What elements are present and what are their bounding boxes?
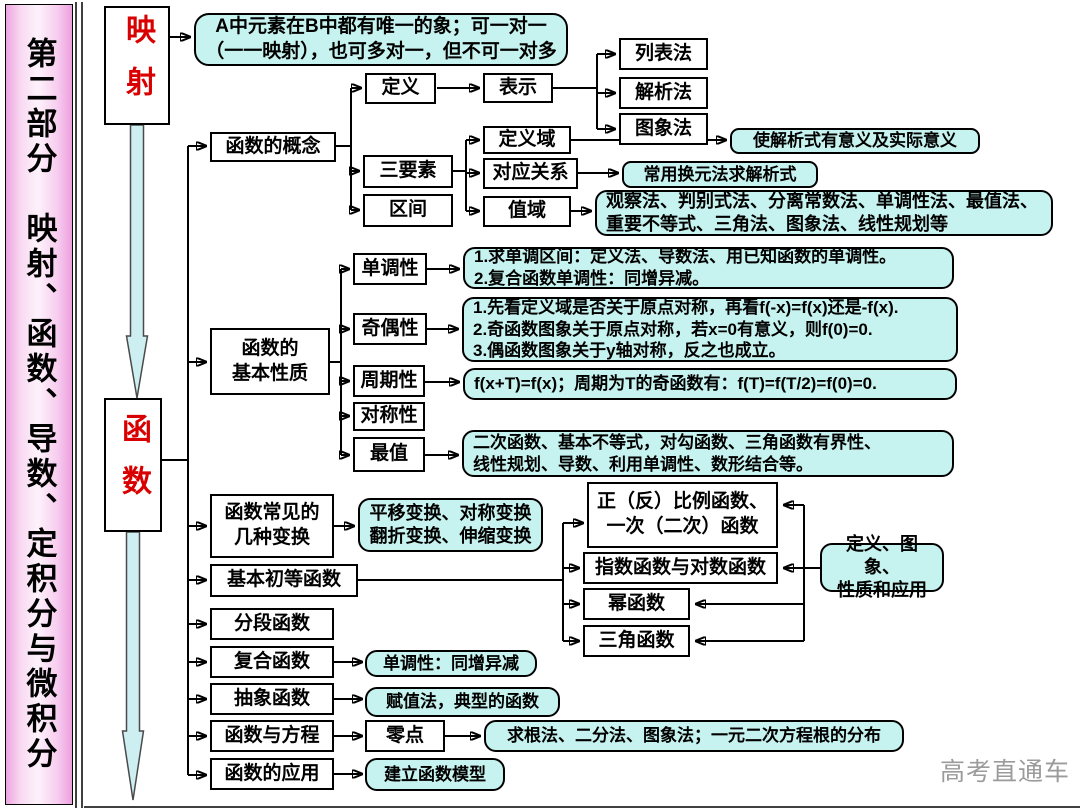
node-composite: 复合函数 bbox=[210, 646, 334, 678]
note-extremum: 二次函数、基本不等式，对勾函数、三角函数有界性、 线性规划、导数、利用单调性、数… bbox=[462, 430, 954, 477]
note-mapping-line1: A中元素在B中都有唯一的象；可一对一 bbox=[215, 16, 547, 38]
note-zero-point: 求根法、二分法、图象法；一元二次方程根的分布 bbox=[484, 720, 904, 752]
node-method-analytic: 解析法 bbox=[619, 77, 708, 109]
node-zero-point: 零点 bbox=[365, 720, 445, 752]
note-monotonicity-line1: 1.求单调区间：定义法、导数法、用已知函数的单调性。 bbox=[474, 247, 897, 267]
node-concept: 函数的概念 bbox=[210, 132, 336, 162]
note-elementary-line2: 性质和应用 bbox=[837, 580, 927, 601]
note-domain: 使解析式有意义及实际意义 bbox=[730, 128, 980, 154]
node-domain: 定义域 bbox=[483, 126, 571, 154]
node-transforms: 函数常见的 几种变换 bbox=[210, 494, 334, 558]
node-mapping: 映射 bbox=[104, 6, 170, 125]
node-application: 函数的应用 bbox=[210, 758, 334, 790]
node-trig: 三角函数 bbox=[583, 625, 690, 657]
node-elementary: 基本初等函数 bbox=[210, 564, 358, 597]
node-transforms-line1: 函数常见的 bbox=[224, 502, 320, 524]
node-piecewise: 分段函数 bbox=[210, 608, 334, 640]
note-range: 观察法、判别式法、分离常数法、单调性法、最值法、 重要不等式、三角法、图象法、线… bbox=[595, 190, 1053, 236]
note-transforms-line2: 翻折变换、伸缩变换 bbox=[369, 526, 532, 546]
note-parity-line3: 3.偶函数图象关于y轴对称，反之也成立。 bbox=[473, 341, 786, 361]
node-basic-properties-line1: 函数的 bbox=[241, 337, 299, 359]
note-mapping: A中元素在B中都有唯一的象；可一对一 （一一映射），也可多对一，但不可一对多 bbox=[194, 13, 568, 66]
node-proportional-line1: 正（反）比例函数、 bbox=[596, 491, 768, 513]
node-power: 幂函数 bbox=[583, 588, 690, 620]
node-proportional-linear: 正（反）比例函数、 一次（二次）函数 bbox=[587, 482, 778, 548]
node-parity: 奇偶性 bbox=[353, 313, 427, 345]
note-mapping-line2: （一一映射），也可多对一，但不可一对多 bbox=[205, 40, 557, 62]
node-three-elements: 三要素 bbox=[363, 155, 453, 188]
note-composite: 单调性：同增异减 bbox=[365, 650, 537, 677]
node-periodicity: 周期性 bbox=[353, 365, 425, 397]
node-symmetry: 对称性 bbox=[353, 402, 425, 431]
node-function: 函数 bbox=[104, 398, 162, 532]
note-application: 建立函数模型 bbox=[365, 758, 505, 791]
note-parity-line2: 2.奇函数图象关于原点对称，若x=0有意义，则f(0)=0. bbox=[473, 319, 873, 339]
note-extremum-line2: 线性规划、导数、利用单调性、数形结合等。 bbox=[473, 454, 813, 474]
node-monotonicity: 单调性 bbox=[353, 253, 427, 285]
node-basic-properties: 函数的 基本性质 bbox=[210, 328, 330, 395]
node-correspondence: 对应关系 bbox=[483, 158, 578, 189]
note-correspondence: 常用换元法求解析式 bbox=[622, 161, 818, 188]
watermark: 高考直通车 bbox=[940, 758, 1071, 786]
node-representation: 表示 bbox=[483, 73, 553, 103]
node-extremum: 最值 bbox=[353, 437, 425, 472]
node-abstract: 抽象函数 bbox=[210, 683, 334, 715]
note-transforms: 平移变换、对称变换 翻折变换、伸缩变换 bbox=[358, 498, 543, 552]
note-range-line2: 重要不等式、三角法、图象法、线性规划等 bbox=[606, 214, 948, 234]
node-basic-properties-line2: 基本性质 bbox=[231, 362, 308, 384]
note-elementary: 定义、图象、 性质和应用 bbox=[820, 534, 944, 600]
node-interval: 区间 bbox=[363, 194, 453, 227]
note-elementary-line1: 定义、图象、 bbox=[846, 533, 918, 577]
note-monotonicity-line2: 2.复合函数单调性：同增异减。 bbox=[474, 269, 710, 288]
node-range: 值域 bbox=[483, 196, 571, 227]
node-proportional-line2: 一次（二次）函数 bbox=[606, 516, 759, 537]
note-monotonicity: 1.求单调区间：定义法、导数法、用已知函数的单调性。 2.复合函数单调性：同增异… bbox=[463, 247, 954, 289]
node-definition: 定义 bbox=[365, 73, 436, 104]
node-equation: 函数与方程 bbox=[210, 720, 334, 752]
node-method-list: 列表法 bbox=[619, 38, 708, 70]
note-extremum-line1: 二次函数、基本不等式，对勾函数、三角函数有界性、 bbox=[473, 432, 881, 452]
node-transforms-line2: 几种变换 bbox=[233, 527, 310, 548]
note-parity: 1.先看定义域是否关于原点对称，再看f(-x)=f(x)还是-f(x). 2.奇… bbox=[462, 297, 958, 362]
node-exp-log: 指数函数与对数函数 bbox=[583, 552, 778, 584]
node-method-graph: 图象法 bbox=[619, 113, 708, 145]
note-range-line1: 观察法、判别式法、分离常数法、单调性法、最值法、 bbox=[606, 190, 1038, 211]
note-transforms-line1: 平移变换、对称变换 bbox=[369, 502, 532, 523]
note-parity-line1: 1.先看定义域是否关于原点对称，再看f(-x)=f(x)还是-f(x). bbox=[473, 297, 899, 317]
note-periodicity: f(x+T)=f(x)；周期为T的奇函数有：f(T)=f(T/2)=f(0)=0… bbox=[463, 368, 957, 400]
note-abstract: 赋值法，典型的函数 bbox=[365, 687, 560, 717]
part-title-banner: 第二部分 映射、函数、导数、定积分与微积分 bbox=[5, 4, 73, 805]
part-title-text: 第二部分 映射、函数、导数、定积分与微积分 bbox=[21, 37, 57, 772]
